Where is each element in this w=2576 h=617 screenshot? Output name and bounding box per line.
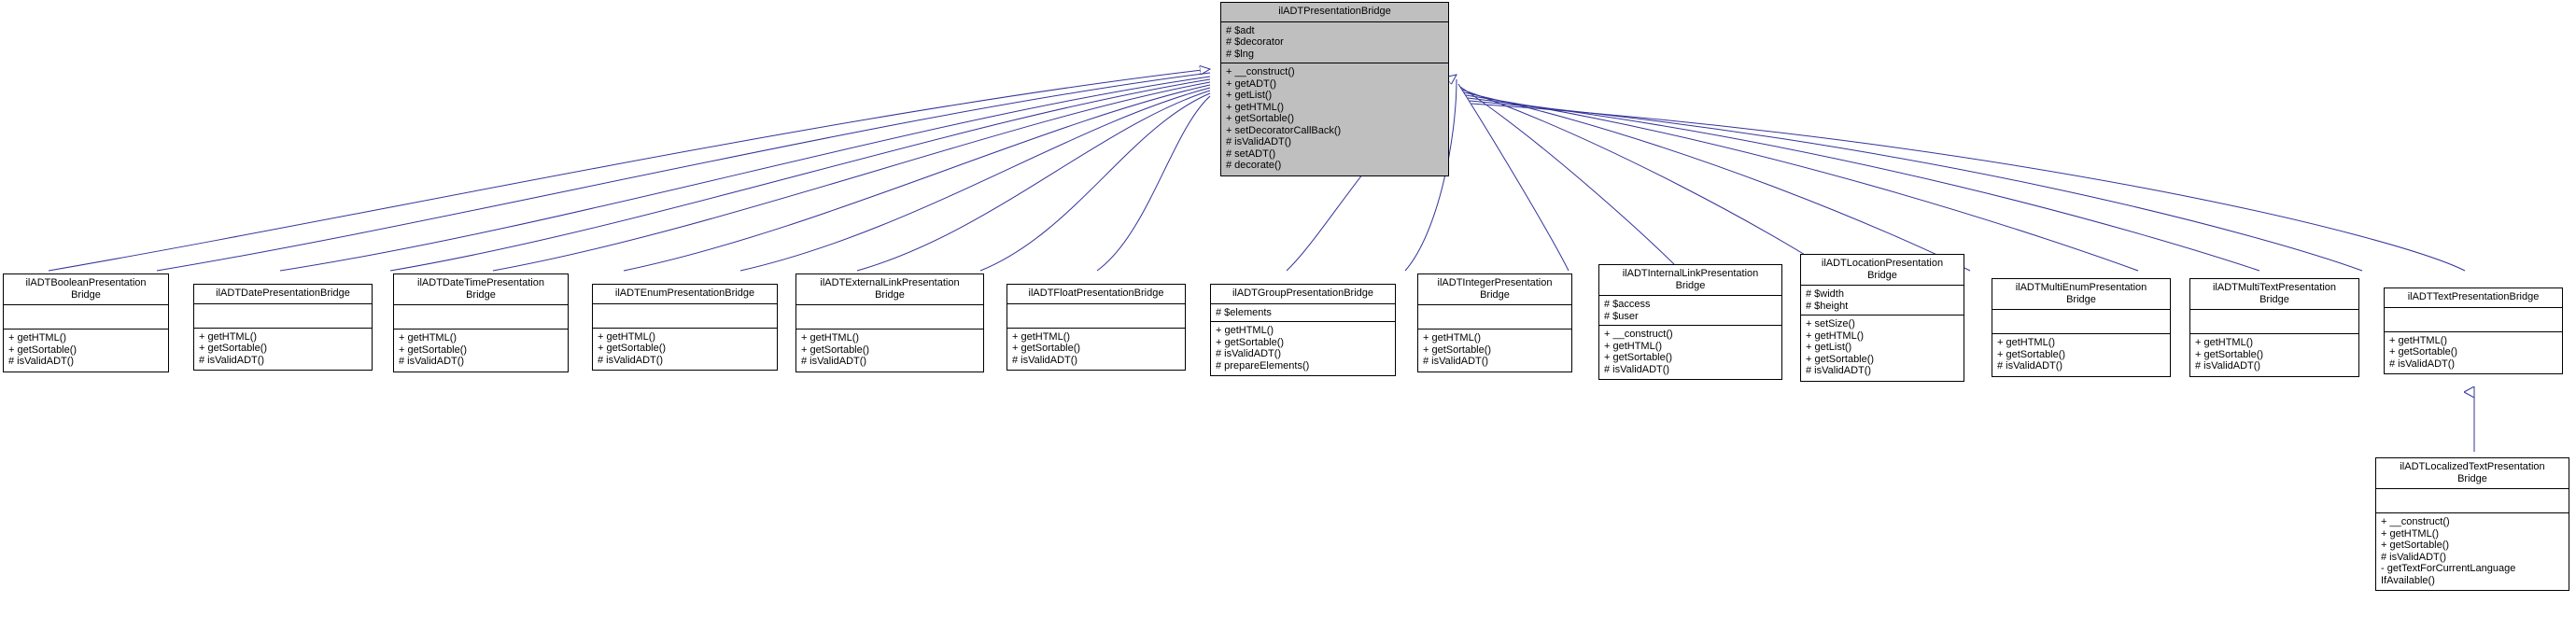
class-title: ilADTPresentationBridge (1221, 3, 1448, 22)
class-title: ilADTMultiEnumPresentation Bridge (1992, 279, 2170, 310)
class-title: ilADTExternalLinkPresentation Bridge (796, 274, 983, 305)
class-node-ilADTExternalLinkPresentationBridge[interactable]: ilADTExternalLinkPresentation Bridge + g… (795, 273, 984, 372)
class-title: ilADTFloatPresentationBridge (1007, 285, 1185, 304)
class-title: ilADTMultiTextPresentation Bridge (2190, 279, 2358, 310)
class-attributes (1007, 304, 1185, 329)
class-title: ilADTDatePresentationBridge (194, 285, 372, 304)
class-operations: + __construct() + getHTML() + getSortabl… (2381, 516, 2516, 586)
class-operations: + getHTML() + getSortable() # isValidADT… (1216, 325, 1310, 372)
class-operations: + __construct() + getHTML() + getSortabl… (1604, 329, 1673, 375)
class-operations: + setSize() + getHTML() + getList() + ge… (1806, 318, 1875, 376)
class-attributes (394, 305, 568, 330)
class-attributes: # $width # $height (1801, 286, 1964, 316)
class-title: ilADTGroupPresentationBridge (1211, 285, 1395, 304)
class-operations: + getHTML() + getSortable() # isValidADT… (199, 330, 268, 366)
class-operations: + getHTML() + getSortable() # isValidADT… (8, 332, 77, 367)
class-attributes (2190, 310, 2358, 334)
class-title: ilADTDateTimePresentation Bridge (394, 274, 568, 305)
class-attributes (796, 305, 983, 330)
class-title: ilADTIntegerPresentation Bridge (1418, 274, 1571, 305)
class-node-ilADTLocationPresentationBridge[interactable]: ilADTLocationPresentation Bridge # $widt… (1800, 254, 1964, 382)
class-operations: + getHTML() + getSortable() # isValidADT… (2195, 337, 2264, 372)
class-attributes (2376, 489, 2569, 513)
class-attributes (194, 304, 372, 329)
class-attributes: # $adt # $decorator # $lng (1221, 22, 1448, 63)
class-node-ilADTBooleanPresentationBridge[interactable]: ilADTBooleanPresentation Bridge + getHTM… (3, 273, 169, 372)
class-attributes (1418, 305, 1571, 330)
class-operations: + getHTML() + getSortable() # isValidADT… (801, 332, 870, 367)
class-attributes (1992, 310, 2170, 334)
class-title: ilADTEnumPresentationBridge (593, 285, 777, 304)
class-node-ilADTInternalLinkPresentationBridge[interactable]: ilADTInternalLinkPresentation Bridge # $… (1598, 264, 1782, 380)
class-title: ilADTLocalizedTextPresentation Bridge (2376, 458, 2569, 489)
class-attributes (2385, 308, 2562, 332)
class-attributes: # $access # $user (1599, 296, 1781, 326)
class-operations: + getHTML() + getSortable() # isValidADT… (598, 330, 667, 366)
class-node-ilADTMultiEnumPresentationBridge[interactable]: ilADTMultiEnumPresentation Bridge + getH… (1992, 278, 2171, 377)
class-operations: + getHTML() + getSortable() # isValidADT… (1012, 330, 1081, 366)
class-node-ilADTDateTimePresentationBridge[interactable]: ilADTDateTimePresentation Bridge + getHT… (393, 273, 569, 372)
class-title: ilADTLocationPresentation Bridge (1801, 255, 1964, 286)
class-node-ilADTTextPresentationBridge[interactable]: ilADTTextPresentationBridge + getHTML() … (2384, 287, 2563, 374)
class-operations: + getHTML() + getSortable() # isValidADT… (1423, 332, 1492, 367)
class-node-ilADTFloatPresentationBridge[interactable]: ilADTFloatPresentationBridge + getHTML()… (1006, 284, 1186, 371)
class-node-ilADTLocalizedTextPresentationBridge[interactable]: ilADTLocalizedTextPresentation Bridge + … (2375, 457, 2569, 591)
class-operations: + getHTML() + getSortable() # isValidADT… (1997, 337, 2066, 372)
class-node-ilADTMultiTextPresentationBridge[interactable]: ilADTMultiTextPresentation Bridge + getH… (2189, 278, 2359, 377)
class-node-ilADTGroupPresentationBridge[interactable]: ilADTGroupPresentationBridge # $elements… (1210, 284, 1396, 376)
class-operations: + __construct() + getADT() + getList() +… (1226, 66, 1342, 171)
class-attributes: # $elements (1211, 304, 1395, 322)
class-operations: + getHTML() + getSortable() # isValidADT… (2389, 334, 2458, 370)
class-attributes (593, 304, 777, 329)
class-title: ilADTInternalLinkPresentation Bridge (1599, 265, 1781, 296)
class-node-ilADTPresentationBridge[interactable]: ilADTPresentationBridge # $adt # $decora… (1220, 2, 1449, 176)
class-node-ilADTIntegerPresentationBridge[interactable]: ilADTIntegerPresentation Bridge + getHTM… (1417, 273, 1572, 372)
class-node-ilADTDatePresentationBridge[interactable]: ilADTDatePresentationBridge + getHTML() … (193, 284, 373, 371)
class-operations: + getHTML() + getSortable() # isValidADT… (399, 332, 468, 367)
class-node-ilADTEnumPresentationBridge[interactable]: ilADTEnumPresentationBridge + getHTML() … (592, 284, 778, 371)
class-title: ilADTBooleanPresentation Bridge (4, 274, 168, 305)
class-attributes (4, 305, 168, 330)
class-title: ilADTTextPresentationBridge (2385, 288, 2562, 308)
